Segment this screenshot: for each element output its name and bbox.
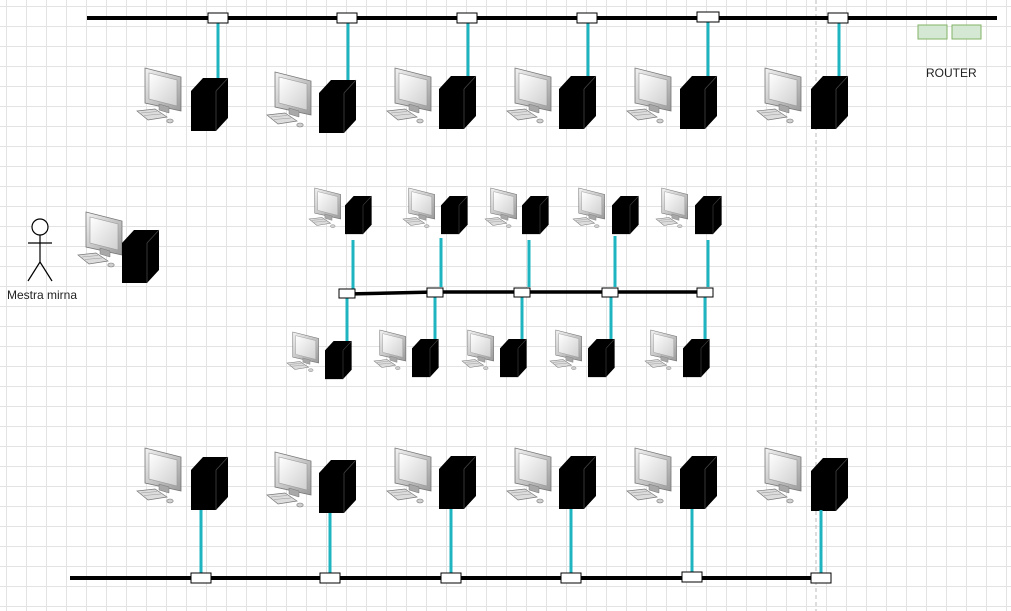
server-tower-icon — [318, 79, 357, 134]
bottom-station-5[interactable] — [626, 447, 718, 583]
bottom-bus-network — [70, 447, 849, 584]
router[interactable] — [917, 24, 982, 40]
desktop-computer-icon — [136, 67, 182, 124]
server-tower-icon — [411, 338, 439, 378]
server-tower-icon — [438, 455, 477, 510]
bus-connector[interactable] — [601, 287, 619, 298]
middle-upper-station-2[interactable] — [402, 187, 468, 287]
server-tower-icon — [558, 75, 597, 130]
bus-connector[interactable] — [426, 287, 444, 298]
desktop-computer-icon — [572, 187, 605, 228]
middle-lower-station-3[interactable] — [461, 296, 527, 378]
bus-connector[interactable] — [190, 572, 212, 584]
server-tower-icon — [810, 457, 849, 512]
bus-connector[interactable] — [207, 12, 229, 24]
desktop-computer-icon — [286, 331, 319, 372]
bottom-station-1[interactable] — [136, 447, 229, 584]
desktop-computer-icon — [266, 451, 312, 508]
middle-upper-station-4[interactable] — [572, 187, 639, 287]
bus-connector[interactable] — [696, 287, 714, 298]
server-tower-icon — [558, 455, 597, 510]
middle-bus-network — [286, 187, 722, 380]
desktop-computer-icon — [386, 67, 432, 124]
router-label: ROUTER — [926, 66, 977, 80]
desktop-computer-icon — [77, 211, 123, 268]
server-tower-icon — [318, 459, 357, 514]
bottom-station-3[interactable] — [386, 447, 477, 584]
desktop-computer-icon — [373, 329, 406, 370]
router-port[interactable] — [951, 24, 982, 40]
desktop-computer-icon — [136, 447, 182, 504]
desktop-computer-icon — [756, 447, 802, 504]
top-station-4[interactable] — [506, 12, 598, 130]
server-tower-icon — [499, 338, 527, 378]
desktop-computer-icon — [506, 67, 552, 124]
desktop-computer-icon — [644, 329, 677, 370]
middle-upper-station-3[interactable] — [484, 187, 549, 287]
bus-connector[interactable] — [338, 288, 356, 299]
desktop-computer-icon — [402, 187, 435, 228]
bus-connector[interactable] — [576, 12, 598, 24]
server-tower-icon — [521, 195, 549, 235]
bus-connector[interactable] — [319, 572, 341, 584]
middle-lower-station-2[interactable] — [373, 296, 439, 378]
server-tower-icon — [190, 77, 229, 132]
bottom-station-4[interactable] — [506, 447, 597, 584]
top-bus-network — [87, 11, 997, 134]
top-station-1[interactable] — [136, 12, 229, 132]
desktop-computer-icon — [756, 67, 802, 124]
desktop-computer-icon — [461, 329, 494, 370]
server-tower-icon — [324, 340, 352, 380]
server-tower-icon — [438, 75, 477, 130]
bus-connector[interactable] — [440, 572, 462, 584]
middle-upper-station-1[interactable] — [308, 187, 372, 289]
stick-figure-icon — [27, 218, 53, 282]
desktop-computer-icon — [626, 447, 672, 504]
desktop-computer-icon — [266, 71, 312, 128]
bus-connector[interactable] — [560, 572, 582, 584]
server-tower-icon — [344, 195, 372, 235]
server-tower-icon — [682, 338, 710, 378]
middle-lower-station-5[interactable] — [644, 296, 710, 378]
server-tower-icon — [121, 229, 160, 284]
desktop-computer-icon — [626, 67, 672, 124]
bus-connector[interactable] — [696, 11, 720, 23]
desktop-computer-icon — [386, 447, 432, 504]
desktop-computer-icon — [484, 187, 517, 228]
bus-connector[interactable] — [827, 12, 849, 24]
desktop-computer-icon — [506, 447, 552, 504]
desktop-computer-icon — [655, 187, 688, 228]
server-tower-icon — [679, 455, 718, 510]
server-tower-icon — [694, 195, 722, 235]
server-tower-icon — [587, 338, 615, 378]
top-station-2[interactable] — [266, 12, 358, 134]
top-station-3[interactable] — [386, 12, 478, 130]
server-tower-icon — [810, 75, 849, 130]
bus-connector[interactable] — [513, 287, 531, 298]
server-tower-icon — [679, 75, 718, 130]
bus-connector[interactable] — [810, 572, 832, 584]
bus-connector[interactable] — [456, 12, 478, 24]
router-port[interactable] — [917, 24, 948, 40]
top-station-5[interactable] — [626, 11, 720, 130]
desktop-computer-icon — [549, 329, 582, 370]
desktop-computer-icon — [308, 187, 341, 228]
person-label: Mestra mirna — [7, 288, 78, 302]
bottom-station-6[interactable] — [756, 447, 849, 584]
middle-lower-station-1[interactable] — [286, 298, 352, 380]
middle-upper-station-5[interactable] — [655, 187, 722, 287]
bus-connector[interactable] — [681, 571, 703, 583]
person-workstation[interactable] — [77, 211, 160, 284]
top-station-6[interactable] — [756, 12, 849, 130]
server-tower-icon — [440, 195, 468, 235]
server-tower-icon — [190, 456, 229, 511]
bottom-station-2[interactable] — [266, 451, 357, 584]
server-tower-icon — [611, 195, 639, 235]
person-figure[interactable] — [27, 218, 53, 282]
bus-connector[interactable] — [336, 12, 358, 24]
middle-lower-station-4[interactable] — [549, 296, 615, 378]
